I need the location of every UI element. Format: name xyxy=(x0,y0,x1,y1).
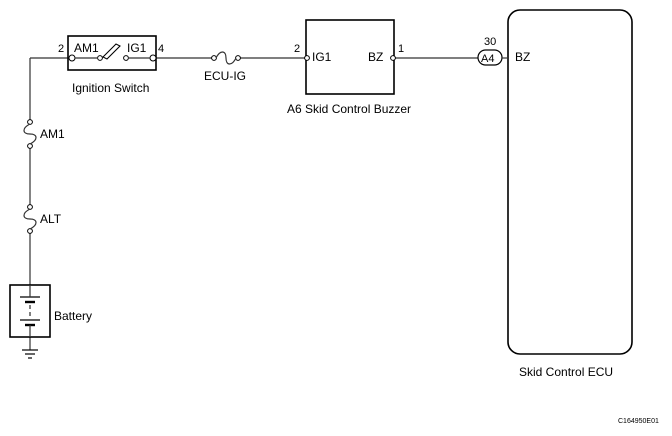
wires xyxy=(29,57,478,350)
buzzer-pin-left: 2 xyxy=(294,43,300,55)
fuse-alt-symbol xyxy=(23,208,37,230)
fuse-alt: ALT xyxy=(23,204,62,234)
fuse-ecu-ig: ECU-IG xyxy=(204,51,246,83)
ecu-terminal-bz: BZ xyxy=(515,50,530,64)
fuse-am1: AM1 xyxy=(23,119,65,149)
ignition-switch-label: Ignition Switch xyxy=(72,81,149,95)
skid-control-buzzer: 2 IG1 BZ 1 A6 Skid Control Buzzer xyxy=(287,19,411,116)
ignition-switch-terminal-left xyxy=(68,54,76,62)
buzzer-terminal-bz: BZ xyxy=(368,50,383,64)
ignition-switch-pin-left: 2 xyxy=(58,43,64,55)
buzzer-terminal-left xyxy=(304,55,310,61)
ignition-switch: 2 AM1 IG1 4 Ignition Switch xyxy=(58,35,164,95)
fuse-ecu-ig-label: ECU-IG xyxy=(204,69,246,83)
key-icon xyxy=(102,43,121,60)
fuse-ecu-ig-symbol xyxy=(215,51,237,65)
ecu-box xyxy=(507,9,633,355)
ecu-label: Skid Control ECU xyxy=(519,365,613,379)
buzzer-terminal-right xyxy=(390,55,396,61)
ecu-pin: 30 xyxy=(484,36,496,48)
buzzer-pin-right: 1 xyxy=(398,43,404,55)
figure-code: C164950E01 xyxy=(618,418,659,425)
ignition-switch-terminal-ig1: IG1 xyxy=(127,41,147,55)
ignition-switch-pin-right: 4 xyxy=(158,43,164,55)
fuse-am1-label: AM1 xyxy=(40,127,65,141)
skid-control-ecu: 30 A4 BZ Skid Control ECU xyxy=(477,9,633,379)
fuse-alt-label: ALT xyxy=(40,212,62,226)
fuse-am1-symbol xyxy=(23,123,37,145)
battery: Battery xyxy=(9,284,92,338)
buzzer-terminal-ig1: IG1 xyxy=(312,50,332,64)
ground-icon xyxy=(22,349,38,359)
buzzer-label: A6 Skid Control Buzzer xyxy=(287,102,411,116)
ignition-switch-contact-a xyxy=(97,55,103,61)
ignition-switch-terminal-am1: AM1 xyxy=(74,41,99,55)
ignition-switch-terminal-right xyxy=(149,54,157,62)
battery-label: Battery xyxy=(54,309,92,323)
ecu-connector-label: A4 xyxy=(481,53,494,65)
ignition-switch-contact-b xyxy=(123,55,129,61)
